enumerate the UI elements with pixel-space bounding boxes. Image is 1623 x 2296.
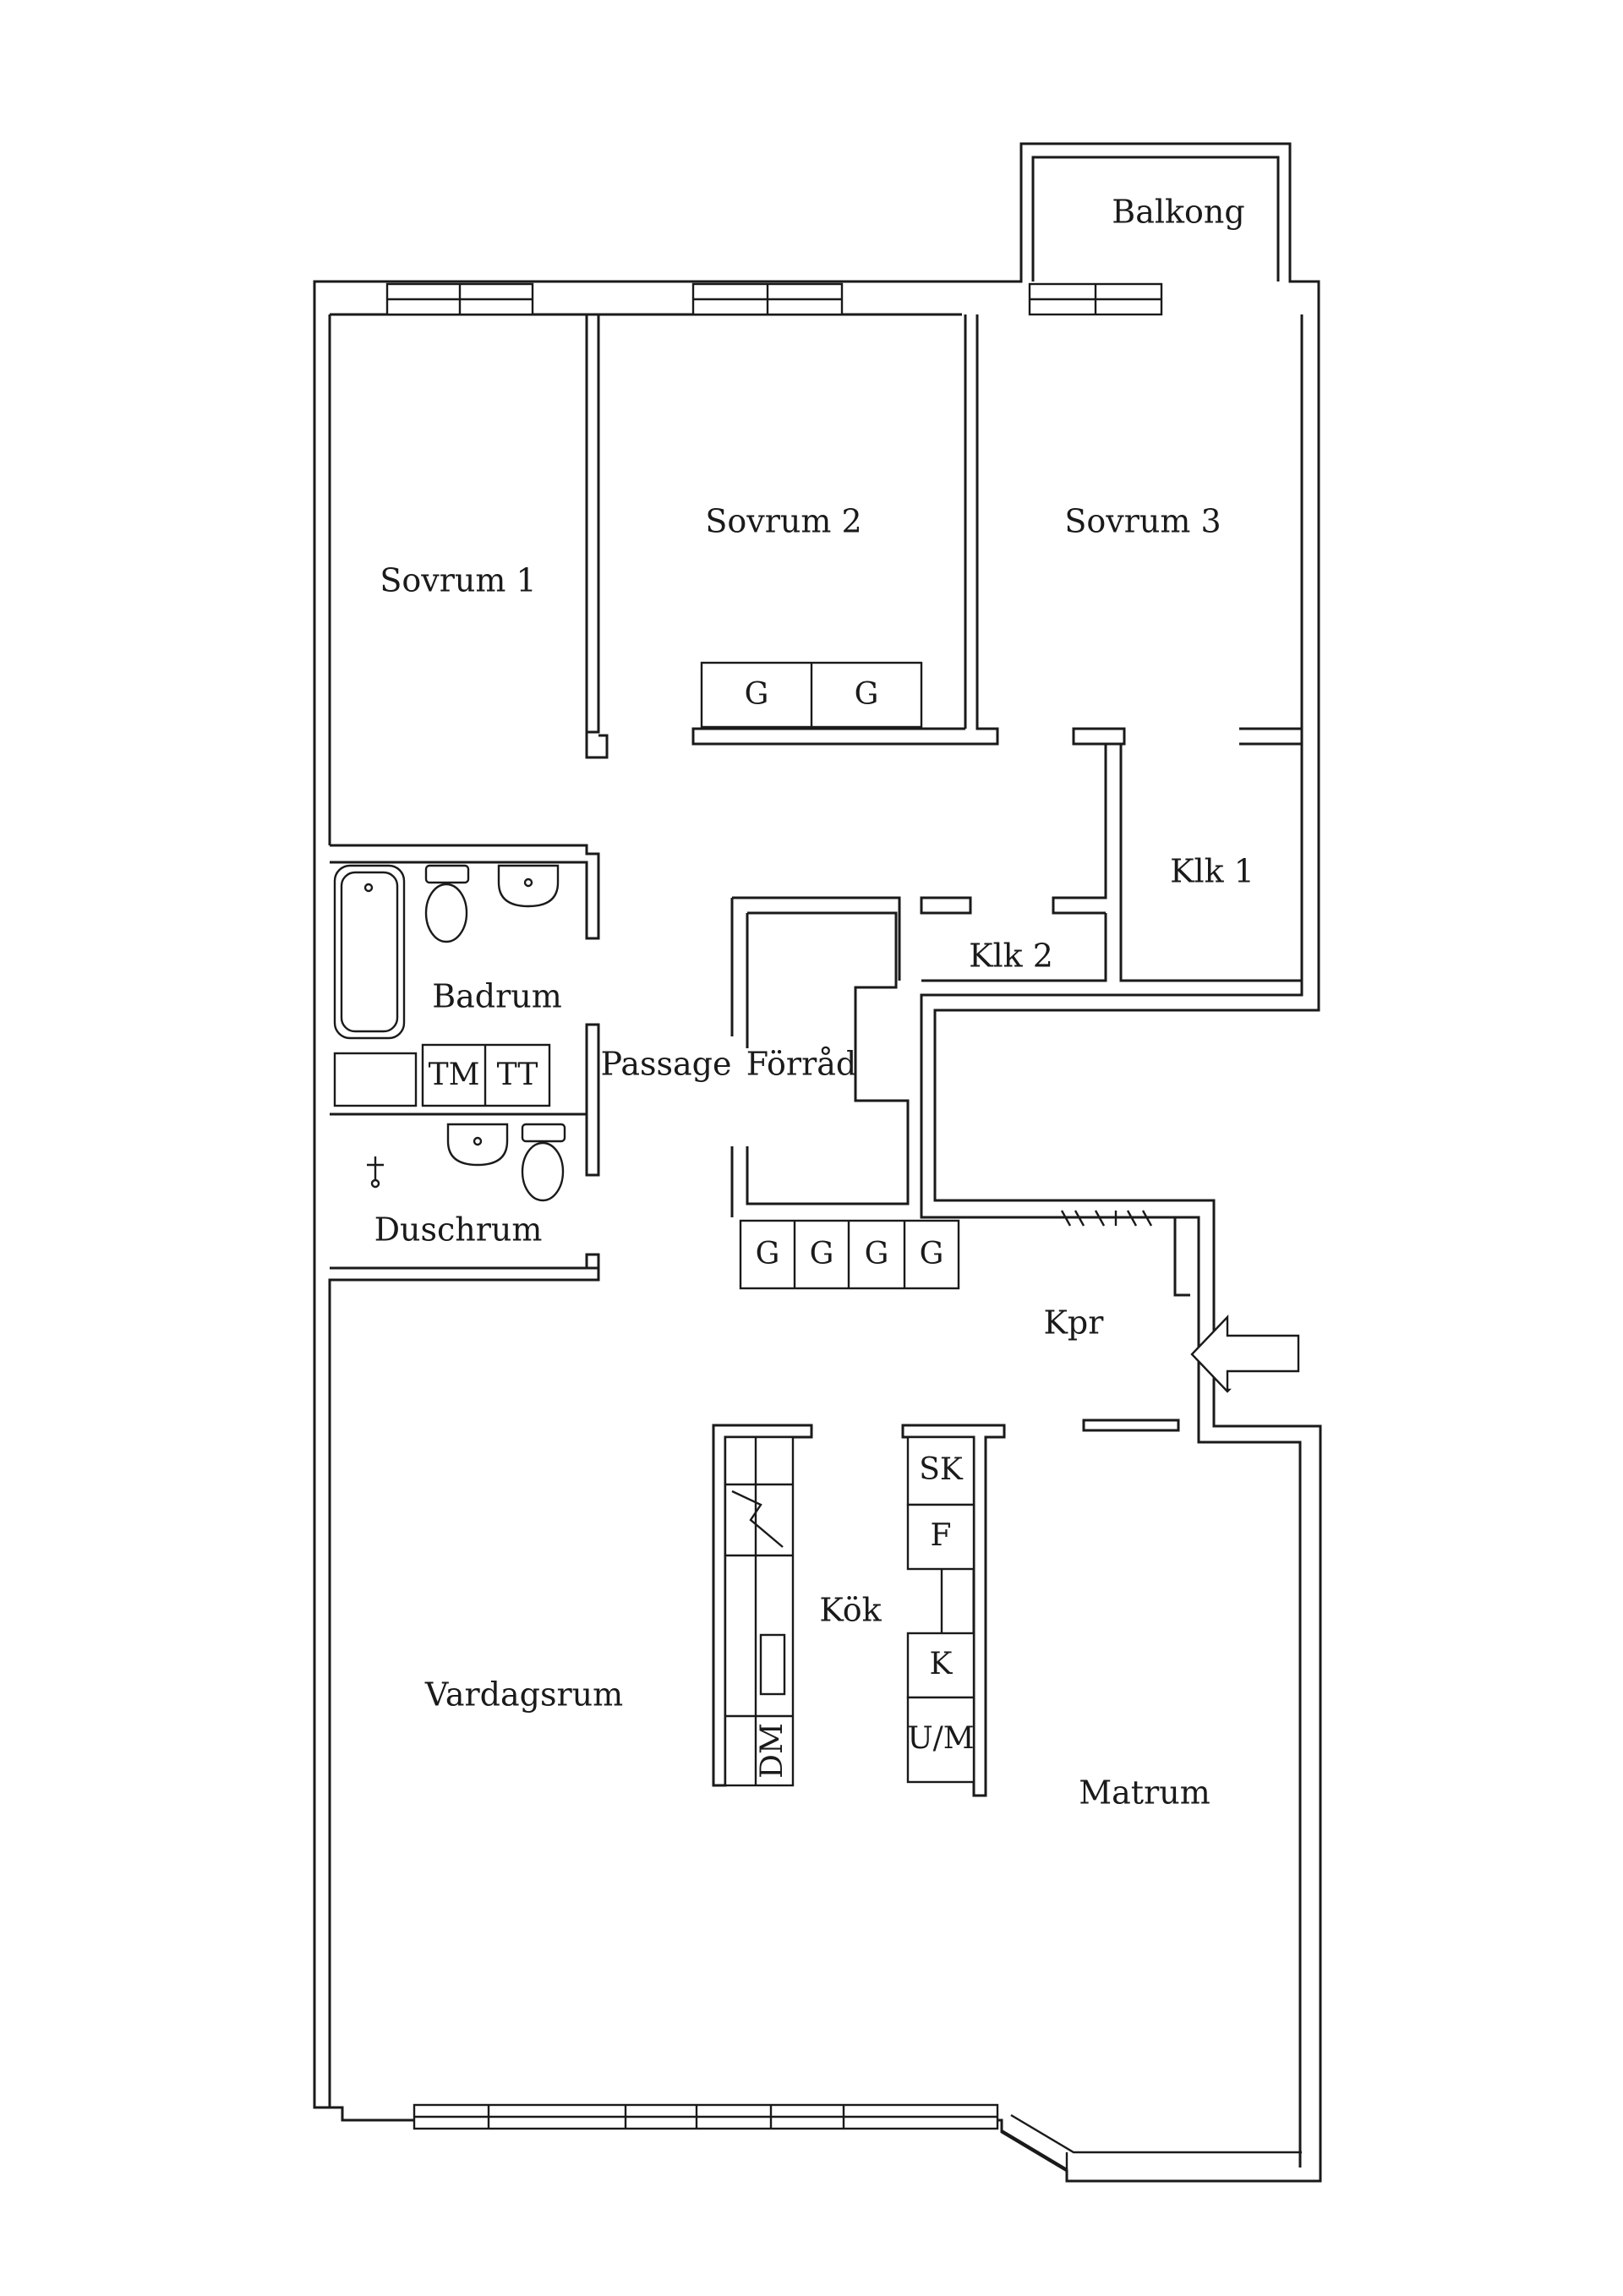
wardrobe-label: G (756, 1237, 780, 1271)
laundry-block: TM TT (333, 1043, 551, 1107)
room-label-badrum: Badrum (432, 978, 562, 1015)
room-label-sovrum1: Sovrum 1 (380, 562, 536, 599)
room-label-kok: Kök (819, 1592, 882, 1629)
room-label-passage: Passage (601, 1046, 732, 1083)
wardrobe-label: G (745, 677, 769, 712)
sink-icon (497, 864, 560, 908)
room-label-klk2: Klk 2 (969, 938, 1053, 975)
wardrobe-hall: G G G G (739, 1219, 960, 1290)
room-labels: Balkong Sovrum 1 Sovrum 2 Sovrum 3 Klk 1… (374, 194, 1254, 1812)
room-label-matrum: Matrum (1079, 1774, 1210, 1812)
cabinet-label: SK (919, 1452, 964, 1487)
windows (385, 282, 1302, 2181)
stove-zigzag-icon (731, 1490, 784, 1548)
room-label-forrad: Förråd (746, 1046, 856, 1083)
room-label-klk1: Klk 1 (1170, 853, 1254, 890)
wardrobe-label: G (855, 677, 879, 712)
room-label-vardagsrum: Vardagsrum (424, 1676, 623, 1714)
freezer-label: F (931, 1518, 952, 1553)
dryer-label: TT (497, 1058, 538, 1092)
oven-microwave-label: U/M (907, 1721, 974, 1756)
entrance-door-icon (1053, 1210, 1175, 1227)
wardrobe-label: G (920, 1237, 944, 1271)
sink-icon (759, 1633, 786, 1696)
kitchen-counter-right: SK F K U/M (901, 1424, 1006, 1797)
balcony (1031, 156, 1280, 282)
room-label-kpr: Kpr (1044, 1304, 1105, 1342)
toilet-icon (521, 1123, 566, 1202)
washing-machine-label: TM (429, 1058, 480, 1092)
shower-icon (367, 1156, 384, 1189)
fridge-label: K (930, 1647, 954, 1681)
kitchen-counter-left: DM (712, 1424, 813, 1787)
sink-icon (446, 1123, 509, 1167)
wardrobe-label: G (865, 1237, 889, 1271)
room-label-sovrum3: Sovrum 3 (1064, 503, 1221, 540)
entrance-arrow-icon (1190, 1315, 1300, 1393)
interior-walls (328, 314, 1303, 2107)
wardrobe-sovrum2: G G (700, 661, 923, 729)
room-label-sovrum2: Sovrum 2 (705, 503, 861, 540)
room-label-duschrum: Duschrum (374, 1211, 543, 1249)
room-label-balkong: Balkong (1112, 194, 1244, 231)
toilet-icon (424, 864, 470, 943)
wardrobe-label: G (810, 1237, 834, 1271)
bathtub-icon (333, 864, 406, 1040)
dishwasher-label: DM (755, 1723, 790, 1779)
